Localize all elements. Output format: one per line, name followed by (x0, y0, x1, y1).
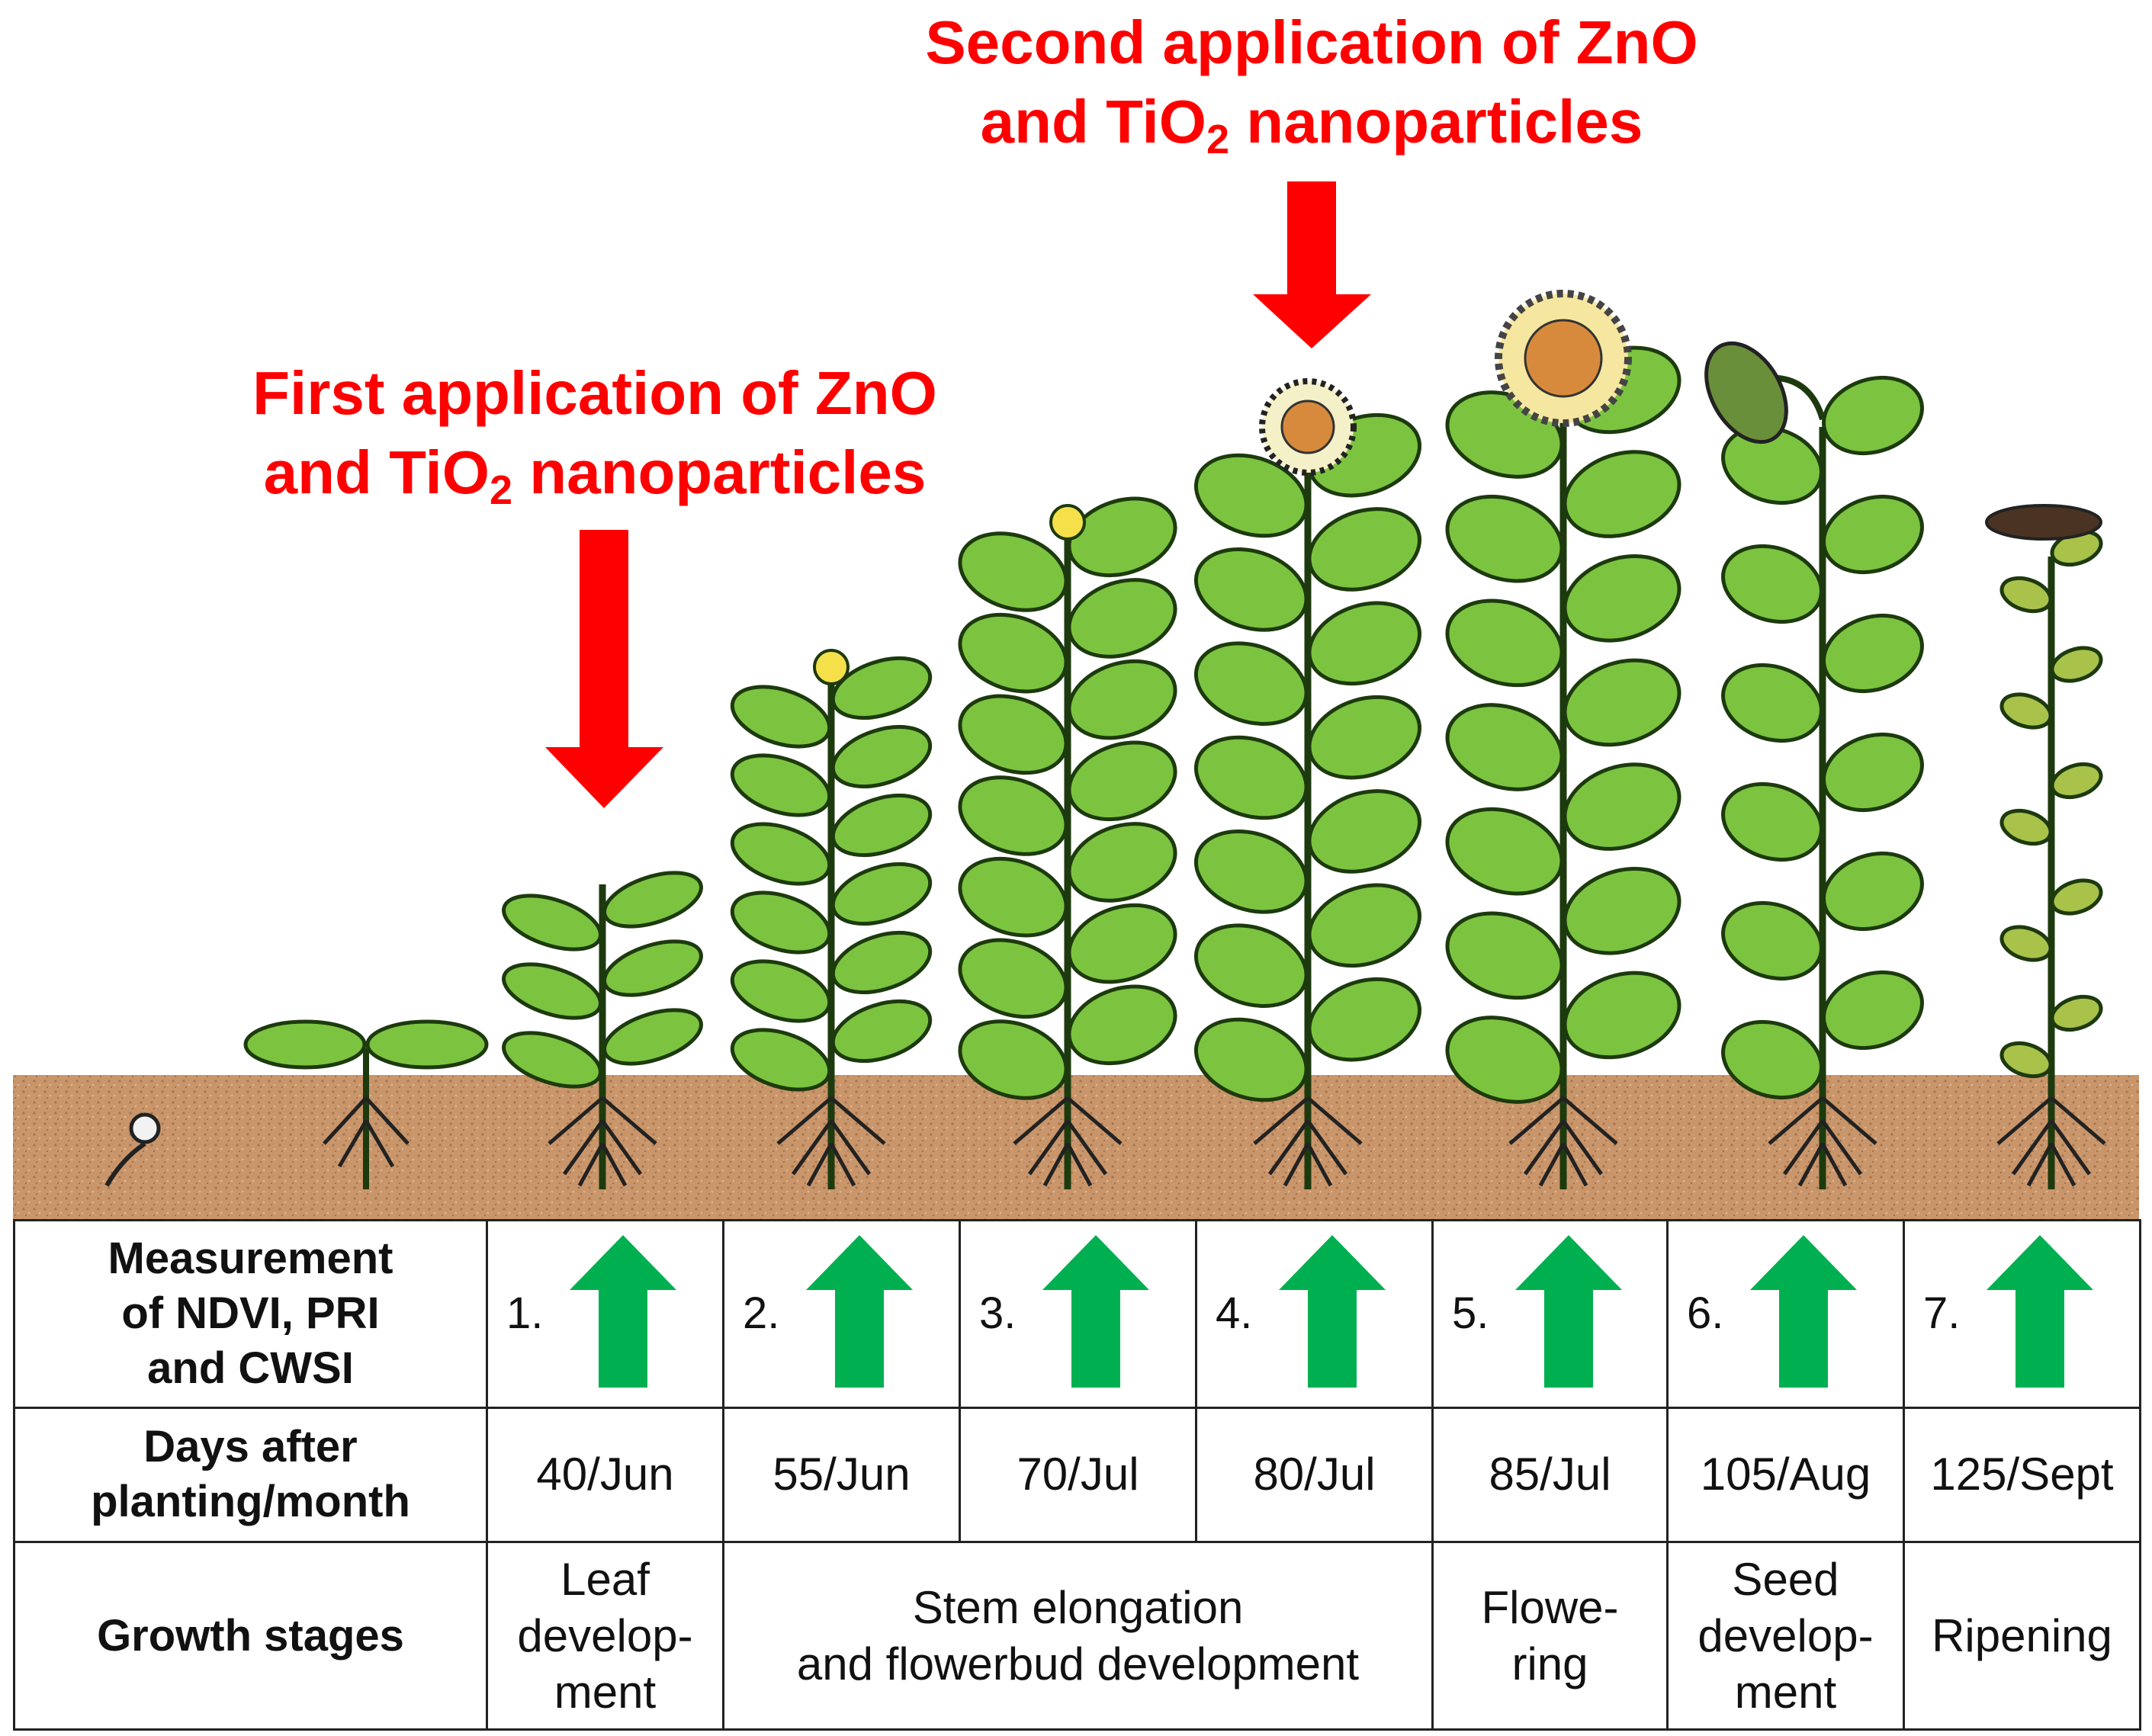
measurement-number: 7. (1923, 1288, 1961, 1339)
second-application-line1: Second application of ZnO (925, 8, 1698, 76)
days-cell: 125/Sept (1903, 1406, 2141, 1544)
measurement-cell: 3. (959, 1219, 1197, 1409)
stage-stem-elongation: Stem elongation and flowerbud developmen… (722, 1541, 1434, 1731)
growth-stages-row: Growth stages Leaf develop- ment Stem el… (13, 1541, 2141, 1731)
measurement-cell: 4. (1195, 1219, 1434, 1409)
measurement-row: Measurement of NDVI, PRI and CWSI 1. 2. … (13, 1219, 2141, 1409)
days-cell: 85/Jul (1431, 1406, 1669, 1544)
first-application-line1: First application of ZnO (252, 359, 937, 427)
stage-leaf-development: Leaf develop- ment (486, 1541, 724, 1731)
plant-stage-7-icon (1985, 504, 2106, 1189)
days-cell: 55/Jun (722, 1406, 961, 1544)
stage-ripening: Ripening (1903, 1541, 2141, 1731)
growth-stages-row-label: Growth stages (13, 1541, 488, 1731)
plant-stage-3-icon (958, 496, 1177, 1189)
measurement-row-label: Measurement of NDVI, PRI and CWSI (13, 1219, 488, 1409)
measurement-cell: 5. (1431, 1219, 1669, 1409)
first-application-line2: and TiO2 nanoparticles (263, 438, 927, 513)
days-cell: 105/Aug (1666, 1406, 1905, 1544)
plant-stage-5-icon (1445, 290, 1681, 1189)
seedling-icon (243, 1019, 489, 1189)
measurement-number: 2. (743, 1288, 780, 1339)
first-application-label: First application of ZnO and TiO2 nanopa… (175, 354, 1014, 512)
green-up-arrow-icon (806, 1235, 913, 1388)
plant-stage-2-icon (730, 649, 933, 1189)
days-cell: 40/Jun (486, 1406, 724, 1544)
green-up-arrow-icon (1515, 1235, 1622, 1388)
measurement-cell: 6. (1666, 1219, 1905, 1409)
measurement-table: Measurement of NDVI, PRI and CWSI 1. 2. … (13, 1219, 2141, 1731)
measurement-cell: 2. (722, 1219, 961, 1409)
second-application-line2: and TiO2 nanoparticles (980, 88, 1643, 162)
measurement-cell: 1. (486, 1219, 724, 1409)
stage-flowering: Flowe- ring (1431, 1541, 1669, 1731)
measurement-number: 4. (1216, 1288, 1253, 1339)
measurement-number: 3. (979, 1288, 1017, 1339)
days-cell: 80/Jul (1195, 1406, 1434, 1544)
second-application-label: Second application of ZnO and TiO2 nanop… (854, 3, 1769, 162)
plant-stage-6-icon (1704, 341, 1924, 1189)
first-application-arrow (545, 530, 663, 808)
sunflower-growth-illustration (13, 181, 2139, 1220)
days-row-label: Days after planting/month (13, 1406, 488, 1544)
plant-stage-1-icon (502, 871, 703, 1189)
plant-stage-4-icon (1193, 378, 1422, 1189)
seed-sprout-icon (104, 1112, 161, 1187)
days-row: Days after planting/month 40/Jun 55/Jun … (13, 1406, 2141, 1544)
stage-seed-development: Seed develop- ment (1666, 1541, 1905, 1731)
green-up-arrow-icon (570, 1235, 676, 1388)
measurement-cell: 7. (1903, 1219, 2141, 1409)
measurement-number: 5. (1452, 1288, 1489, 1339)
green-up-arrow-icon (1987, 1235, 2093, 1388)
green-up-arrow-icon (1750, 1235, 1857, 1388)
second-application-arrow (1253, 181, 1371, 348)
green-up-arrow-icon (1279, 1235, 1386, 1388)
days-cell: 70/Jul (959, 1406, 1197, 1544)
measurement-number: 1. (506, 1288, 544, 1339)
green-up-arrow-icon (1042, 1235, 1149, 1388)
measurement-number: 6. (1687, 1288, 1724, 1339)
